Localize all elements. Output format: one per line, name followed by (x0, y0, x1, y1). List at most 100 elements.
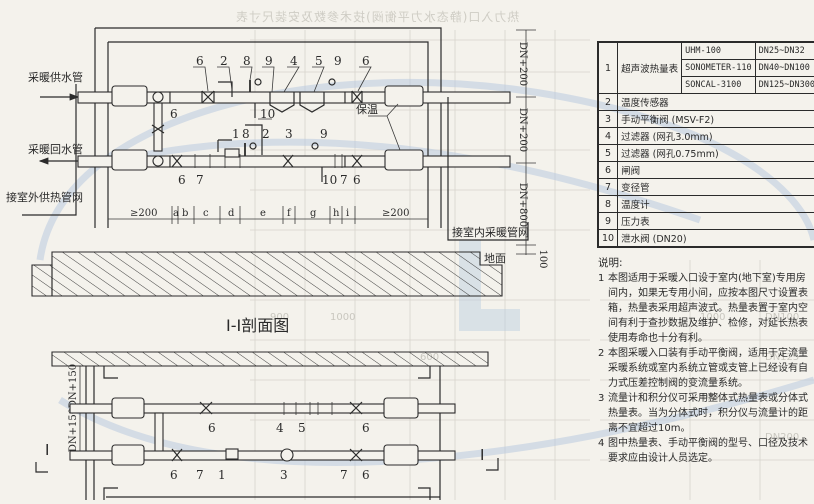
svg-text:6: 6 (362, 54, 370, 68)
svg-text:6: 6 (208, 421, 216, 435)
svg-text:9: 9 (265, 54, 273, 68)
svg-text:1: 1 (218, 468, 226, 482)
outdoor-network-label: 接室外供热管网 (6, 190, 83, 204)
gate-valve-icon (151, 124, 165, 134)
svg-text:5: 5 (298, 421, 306, 435)
svg-text:10: 10 (322, 173, 337, 187)
supply-pipe-label: 采暖供水管 (28, 70, 83, 84)
svg-text:≥200: ≥200 (382, 208, 409, 219)
insulation-sleeve (384, 149, 424, 171)
section-mark-left: I (35, 441, 49, 473)
balancing-valve-icon (282, 154, 294, 168)
legend-row: 1 超声波热量表 UHM-100 DN25~DN32 (597, 41, 814, 94)
svg-text:a: a (173, 208, 179, 219)
ground-label: 地面 (484, 252, 506, 265)
balancing-valve-icon (280, 448, 294, 462)
floor-slab (31, 251, 503, 297)
svg-text:900: 900 (270, 312, 289, 323)
gate-valve-icon (351, 90, 363, 104)
insulation-sleeve (384, 85, 424, 107)
svg-text:c: c (203, 208, 209, 219)
svg-text:DN100: DN100 (765, 312, 799, 323)
svg-text:I: I (45, 441, 49, 459)
indoor-riser (447, 97, 529, 241)
gate-valve-icon (171, 154, 183, 168)
svg-text:6: 6 (353, 173, 361, 187)
svg-text:DN125: DN125 (765, 352, 799, 363)
svg-text:DN+150: DN+150 (68, 364, 79, 408)
section-walls (85, 366, 441, 500)
svg-text:2: 2 (262, 127, 270, 141)
svg-text:6: 6 (196, 54, 204, 68)
pressure-gauge-icon (249, 142, 257, 150)
svg-text:100: 100 (537, 249, 548, 268)
ghost-title-text: 热力入口(静态水力平衡阀)技术参数及安装尺寸表 (235, 10, 520, 24)
pressure-gauge-icon (254, 78, 262, 86)
svg-text:7: 7 (196, 468, 204, 482)
gate-valve-icon (349, 401, 363, 415)
svg-text:6: 6 (362, 468, 370, 482)
gate-valve-icon (349, 448, 363, 462)
insulation-label: 保温 (356, 102, 378, 116)
heat-meter-icon (224, 148, 240, 158)
section-bypass (154, 412, 164, 456)
svg-text:6: 6 (170, 468, 178, 482)
svg-text:DN+800: DN+800 (517, 183, 528, 227)
svg-text:1000: 1000 (700, 312, 725, 323)
svg-text:g: g (310, 208, 317, 219)
bypass-callout: 6 (170, 107, 178, 121)
svg-text:4: 4 (276, 421, 284, 435)
filter-icon (299, 92, 325, 113)
pressure-gauge-icon (311, 142, 319, 150)
svg-text:i: i (346, 208, 349, 219)
svg-text:8: 8 (242, 127, 250, 141)
svg-text:b: b (182, 208, 188, 219)
svg-text:4: 4 (290, 54, 298, 68)
svg-text:DN+150: DN+150 (68, 408, 79, 452)
svg-text:e: e (260, 208, 266, 219)
svg-text:2: 2 (220, 54, 228, 68)
svg-text:3: 3 (280, 468, 288, 482)
section-title: I-I剖面图 (226, 316, 289, 335)
component-legend-table: 1 超声波热量表 UHM-100 DN25~DN32 SONOMETER-110… (597, 41, 814, 248)
svg-text:f: f (287, 208, 292, 219)
svg-text:≥200: ≥200 (130, 208, 157, 219)
insulation-sleeve (111, 85, 148, 107)
svg-text:7: 7 (340, 173, 348, 187)
sensor-wiring (217, 124, 263, 155)
svg-text:h: h (333, 208, 340, 219)
bypass-pipe (151, 102, 165, 152)
svg-text:I: I (480, 446, 484, 464)
legend-row: SONCAL-3100 DN125~DN300 (598, 76, 814, 94)
dimension-run: ≥200 ≥200 a b c d e f g h i (108, 206, 428, 224)
svg-text:6: 6 (178, 173, 186, 187)
legend-name: 超声波热量表 (617, 41, 683, 94)
section-supply-pipe (69, 397, 456, 419)
return-pipe (38, 124, 511, 182)
pressure-gauge-icon (328, 78, 336, 86)
svg-text:DN+200: DN+200 (517, 108, 528, 152)
svg-text:7: 7 (196, 173, 204, 187)
svg-text:5: 5 (315, 54, 323, 68)
supply-callouts: 6 2 8 9 4 5 9 6 10 (193, 54, 372, 121)
insulation-sleeve (111, 149, 148, 171)
indoor-network-label: 接室内采暖管网 (452, 225, 529, 239)
svg-text:DN200: DN200 (765, 432, 799, 443)
gate-valve-icon (201, 90, 215, 104)
svg-text:9: 9 (334, 54, 342, 68)
svg-text:1: 1 (232, 127, 240, 141)
section-callouts: 6 4 5 6 6 7 1 3 7 6 (170, 421, 370, 482)
supply-pipe (40, 78, 511, 118)
return-pipe-label: 采暖回水管 (28, 142, 83, 156)
section-mark-right: I (480, 446, 499, 471)
